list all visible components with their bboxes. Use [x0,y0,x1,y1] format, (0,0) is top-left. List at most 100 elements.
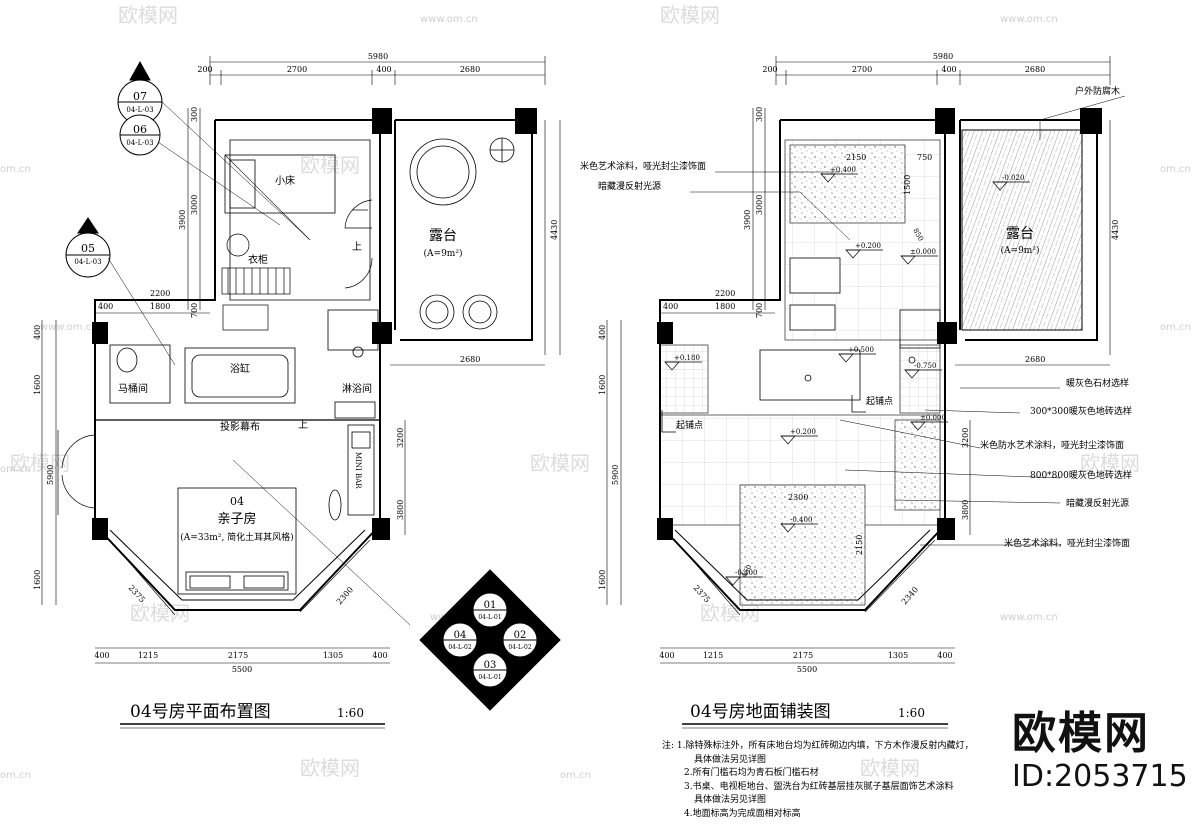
floor-paving-plan: 5980 200 2700 400 2680 [580,52,1132,729]
label-start-point: 起铺点 [866,395,893,407]
callout-stone: 暖灰色石材选样 [1066,377,1129,389]
compass-ref: 04-L-02 [508,644,531,651]
dim-side: 1800 [150,302,170,311]
dim-part: 400 [376,65,391,74]
level-value: +0.500 [848,346,874,354]
compass-ref: 04-L-02 [448,644,471,651]
compass-num: 04 [454,630,467,641]
dim-side: 400 [33,325,42,340]
label-shower: 淋浴间 [342,382,372,395]
label-minibar: MINI BAR [354,452,362,489]
label-projector: 投影幕布 [220,420,260,433]
notes-row: 4.地面标高为完成面相对标高 [662,808,1012,822]
callout-paint: 米色艺术涂料，哑光封尘漆饰面 [580,160,706,172]
structural-columns [92,108,537,540]
dim-inner: 1500 [903,175,912,195]
dim-side: 2200 [715,289,735,298]
structural-columns [657,108,1102,540]
dim-side: 700 [755,303,764,318]
dim-bottom: 1215 [138,651,158,660]
dim-side: 300 [190,107,199,122]
note-item: 1.除特殊标注外，所有床地台均为红砖砌边内填，下方木作漫反射内藏灯， [676,741,974,751]
dim-bottom: 2175 [228,651,248,660]
callout-paint: 米色艺术涂料，哑光封尘漆饰面 [1004,537,1130,549]
dim-side: 2200 [150,289,170,298]
watermark-brand: 欧模网 [860,756,920,780]
dim-side: 5900 [611,465,620,485]
watermark-short: om.cn [560,770,591,781]
top-dimension-chain [209,56,546,85]
tag-ref: 04-L-03 [74,258,101,266]
label-wardrobe: 衣柜 [248,253,268,266]
callout-leaders [690,95,1126,546]
dim-side: 3900 [178,210,187,230]
level-value: -0.020 [1002,174,1024,182]
watermark-url: www.om.cn [420,14,478,25]
dim-bottom-total: 5500 [232,665,252,674]
tag-number: 05 [81,242,95,255]
dim-side: 3000 [755,195,764,215]
dim-bottom: 400 [659,651,674,660]
dim-side: 3000 [190,195,199,215]
callout-light: 暗藏漫反射光源 [598,180,661,192]
dim-side: 3800 [396,500,405,520]
tag-number: 07 [133,90,147,103]
tag-ref: 04-L-03 [126,106,153,114]
paving-areas [659,129,1083,606]
label-up: 上 [298,419,308,431]
dim-inner: 2150 [855,535,864,555]
watermark-url: www.om.cn [1000,612,1058,623]
label-room-no: 04 [230,495,244,508]
dim-bottom: 400 [94,651,109,660]
elevation-index-symbol [419,569,561,711]
dim-diag: 2300 [335,585,355,606]
level-value: +0.180 [674,354,700,362]
note-item: 具体做法另见详图 [694,754,767,765]
dim-inner: 2300 [788,493,808,502]
dim-part: 400 [941,65,956,74]
dim-side: 3800 [961,500,970,520]
level-value: ±0.000 [920,414,946,422]
dim-part: 200 [197,65,212,74]
watermark-brand: 欧模网 [10,451,70,475]
watermark-short: om.cn [1160,322,1191,333]
terrace-furniture [409,137,515,330]
bathroom-fixtures [109,309,379,521]
dim-part: 2680 [460,65,480,74]
watermark-short: om.cn [1160,164,1191,175]
label-terrace: 露台 [1006,226,1034,242]
dim-side: 1800 [715,302,735,311]
dim-bottom: 1305 [888,651,908,660]
main-bed [177,487,297,595]
dim-total: 5980 [933,52,953,61]
tag-number: 06 [133,123,147,136]
top-dimension-chain [775,56,1111,85]
dim-side: 700 [190,303,199,318]
note-item: 3.书桌、电视柜地台、盥洗台为红砖基层挂灰腻子基层面饰艺术涂料 [684,781,954,792]
brand-id: ID:2053715 [1012,759,1188,794]
notes-row: 具体做法另见详图 [662,754,1012,768]
dim-bottom: 400 [372,651,387,660]
dim-side: 300 [755,107,764,122]
dim-side: 4430 [550,220,559,240]
compass-ref: 04-L-01 [478,674,501,681]
dim-diag: 2340 [900,585,920,606]
callout-waterproof: 米色防水艺术涂料，哑光封尘漆饰面 [980,439,1124,451]
level-value: -0.400 [735,569,757,577]
callout-tile300: 300*300暖灰色地砖选样 [1030,405,1132,417]
watermark-brand: 欧模网 [300,153,360,177]
dim-side: 1600 [598,570,607,590]
compass-num: 02 [514,630,527,641]
drawing-title: 04号房地面铺装图 [690,702,831,722]
tag-ref: 04-L-03 [126,139,153,147]
level-value: +0.400 [830,166,856,174]
notes-row: 注: 1.除特殊标注外，所有床地台均为红砖砌边内填，下方木作漫反射内藏灯， [662,740,1012,754]
side-dimension-chains [606,108,1111,664]
notes-row: 2.所有门槛石均为青石板门槛石材 [662,767,1012,781]
sink-counter [222,304,269,331]
watermark-url: www.om.cn [1000,14,1058,25]
dim-part: 200 [762,65,777,74]
dim-side: 2680 [460,355,480,364]
floor-plan-layout: 5980 200 2700 400 2680 [33,52,561,729]
